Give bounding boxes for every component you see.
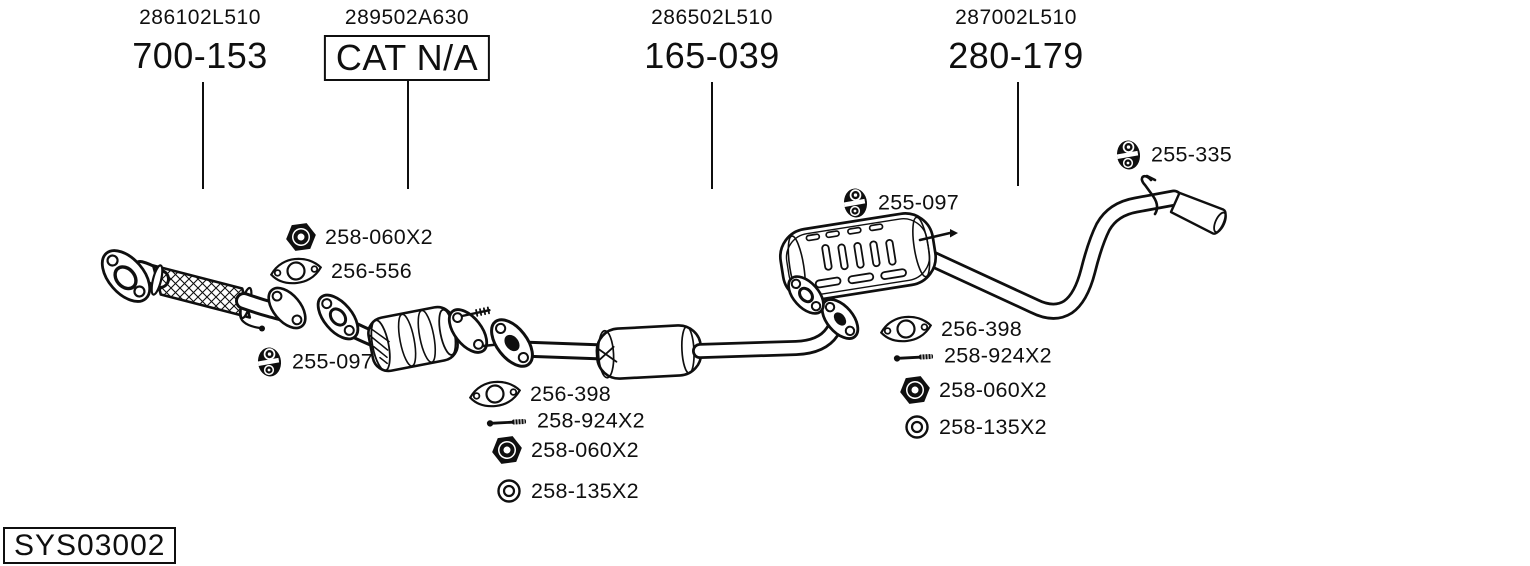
- hex-nut-icon: [492, 436, 522, 464]
- callout-washer: 258-135X2: [904, 414, 1047, 440]
- leader-lines: [202, 81, 1019, 189]
- center-pipe-drawing: [490, 298, 860, 380]
- callout-bolt: 258-924X2: [893, 344, 1052, 369]
- callout-label: 258-924X2: [537, 408, 645, 433]
- washer-icon: [497, 479, 521, 503]
- gasket-icon: [469, 380, 521, 408]
- callout-gasket: 256-398: [469, 380, 611, 408]
- oem-number: 286102L510: [139, 6, 261, 29]
- center-inlet-flange: [490, 318, 534, 368]
- hex-nut-icon: [286, 223, 316, 251]
- bolt-icon: [893, 353, 934, 362]
- callout-label: 256-398: [941, 316, 1023, 341]
- rear-muffler-drawing: [779, 174, 1227, 320]
- callout-label: 256-398: [530, 381, 612, 406]
- section-label-front-pipe: 286102L510 700-153: [132, 6, 268, 77]
- rubber-hanger-icon: [257, 347, 282, 377]
- part-number: CAT N/A: [323, 35, 491, 81]
- callout-bolt: 258-924X2: [486, 409, 645, 434]
- callout-gasket: 256-556: [270, 257, 412, 285]
- callout-label: 258-060X2: [325, 224, 433, 249]
- tailpipe-tip: [1169, 191, 1227, 235]
- callout-washer: 258-135X2: [496, 478, 639, 504]
- oem-number: 287002L510: [955, 6, 1077, 29]
- oem-number: 289502A630: [344, 6, 470, 29]
- front-flange: [100, 249, 152, 303]
- system-id-badge: SYS03002: [3, 527, 177, 564]
- callout-hanger: 255-097: [842, 187, 959, 220]
- part-number: 700-153: [132, 35, 268, 76]
- callout-label: 258-135X2: [939, 414, 1047, 439]
- callout-nut: 258-060X2: [286, 223, 433, 251]
- muffler-body: [779, 212, 937, 302]
- bolt-icon: [486, 418, 527, 427]
- callout-nut: 258-060X2: [492, 436, 639, 464]
- callout-hanger: 255-097: [256, 346, 373, 379]
- rubber-hanger-icon: [1116, 140, 1141, 170]
- rubber-hanger-icon: [843, 188, 868, 218]
- muffler-hanger-pin: [918, 231, 952, 242]
- tailpipe-hanger-hook: [1140, 174, 1159, 216]
- catalytic-converter-drawing: [316, 293, 513, 373]
- section-label-center-pipe: 286502L510 165-039: [644, 6, 780, 77]
- callout-label: 258-924X2: [944, 343, 1052, 368]
- callout-label: 255-097: [292, 349, 374, 374]
- front-pipe-drawing: [100, 249, 307, 332]
- callout-label: 255-097: [878, 190, 960, 215]
- part-number: 280-179: [948, 35, 1084, 76]
- cat-inlet-flange: [316, 293, 360, 341]
- callout-nut: 258-060X2: [900, 376, 1047, 404]
- gasket-icon: [880, 315, 932, 343]
- part-number: 165-039: [644, 35, 780, 76]
- front-pipe-rear-flange: [267, 286, 307, 330]
- callout-label: 255-335: [1151, 142, 1233, 167]
- section-label-rear-muffler: 287002L510 280-179: [948, 6, 1084, 77]
- gasket-icon: [270, 257, 322, 285]
- hex-nut-icon: [900, 376, 930, 404]
- cat-outlet-flange: [447, 308, 489, 354]
- washer-icon: [905, 415, 929, 439]
- callout-gasket: 256-398: [880, 315, 1022, 343]
- center-outlet-flange: [820, 298, 860, 340]
- section-label-catalytic-converter: 289502A630 CAT N/A: [323, 6, 491, 81]
- cat-stud-bolt: [460, 306, 491, 318]
- callout-label: 258-135X2: [531, 478, 639, 503]
- callout-label: 256-556: [331, 258, 413, 283]
- muffler-inlet-flange: [787, 275, 825, 315]
- callout-label: 258-060X2: [939, 377, 1047, 402]
- oem-number: 286502L510: [651, 6, 773, 29]
- callout-hanger: 255-335: [1115, 139, 1232, 172]
- callout-label: 258-060X2: [531, 437, 639, 462]
